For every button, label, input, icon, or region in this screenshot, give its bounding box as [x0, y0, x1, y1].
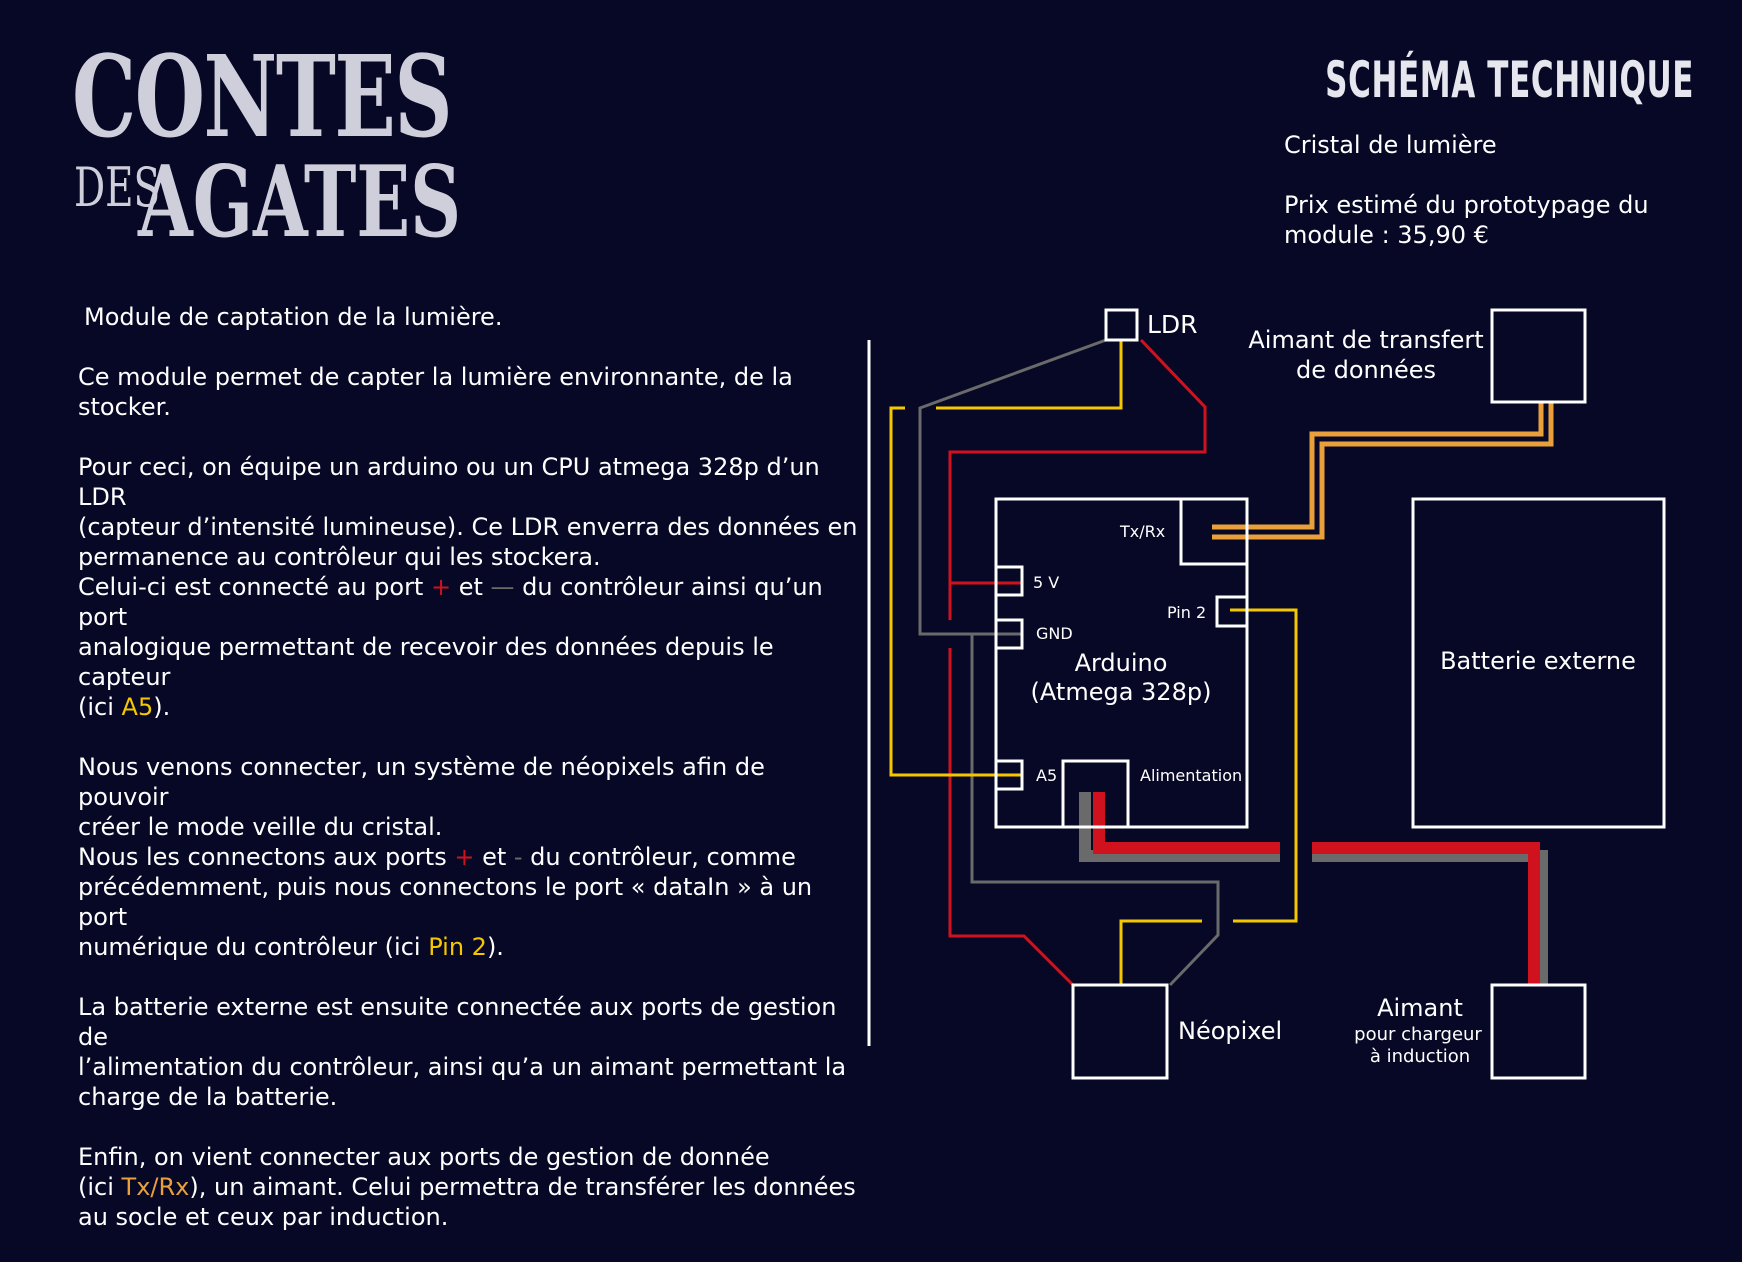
magnet-transfer-label-2: de données	[1296, 356, 1436, 384]
wire-pin2	[1230, 608, 1298, 923]
port-pin2	[1215, 595, 1249, 628]
magnet-charge-component	[1490, 983, 1587, 1080]
port-gnd	[994, 618, 1024, 650]
power-port	[1061, 759, 1130, 829]
arduino-label-2: (Atmega 328p)	[1031, 678, 1212, 706]
battery-label: Batterie externe	[1440, 647, 1636, 675]
port-a5	[994, 759, 1024, 791]
signal-wires	[889, 340, 1298, 985]
port-gnd-label: GND	[1036, 624, 1073, 643]
ldr-component	[1104, 308, 1139, 342]
port-a5-label: A5	[1036, 766, 1057, 785]
wire-power-pos-right	[1312, 842, 1540, 985]
page-title: SCHÉMA TECHNIQUE	[1325, 51, 1694, 109]
desc-p3-a: Pour ceci, on équipe un arduino ou un CP…	[78, 453, 858, 601]
desc-p6: Enfin, on vient connecter aux ports de g…	[78, 1142, 858, 1232]
ground-wires	[918, 338, 1548, 987]
wire-power-pos-left	[1093, 792, 1280, 854]
data-wires	[1212, 402, 1554, 540]
external-battery	[1411, 497, 1666, 829]
port-pin2-label: Pin 2	[1167, 603, 1206, 622]
minus-marker: -	[513, 843, 523, 871]
magnet-transfer-component	[1490, 308, 1587, 404]
port-5v-label: 5 V	[1033, 573, 1059, 592]
desc-p6-a: Enfin, on vient connecter aux ports de g…	[78, 1143, 770, 1201]
wire-a5	[889, 406, 1022, 777]
magnet-charge-label-3: à induction	[1370, 1046, 1470, 1067]
wire-ldr-gnd	[918, 338, 1107, 636]
desc-p3-b: et	[451, 573, 491, 601]
wire-neopixel-5v	[948, 648, 1075, 987]
wire-ldr-signal	[936, 340, 1123, 410]
minus-marker: —	[490, 573, 515, 601]
brand-line2a: DES	[74, 156, 161, 219]
pin2-marker: Pin 2	[428, 933, 487, 961]
arduino-label-1: Arduino	[1075, 649, 1168, 677]
desc-p4: Nous venons connecter, un système de néo…	[78, 752, 858, 962]
txrx-port	[1179, 497, 1249, 566]
desc-p3-c: du contrôleur ainsi qu’un port analogiqu…	[78, 573, 823, 721]
wire-ldr-5v	[948, 338, 1207, 620]
neopixel-component	[1071, 983, 1169, 1080]
wire-txrx-1	[1212, 402, 1544, 530]
ldr-label: LDR	[1147, 310, 1198, 339]
wiring-diagram: LDR Aimant de transfert de données Tx/Rx…	[867, 308, 1666, 1080]
desc-p4-c: du contrôleur, comme précédemment, puis …	[78, 843, 813, 961]
desc-p4-a: Nous venons connecter, un système de néo…	[78, 753, 765, 871]
desc-p3: Pour ceci, on équipe un arduino ou un CP…	[78, 452, 858, 722]
txrx-marker: Tx/Rx	[121, 1173, 190, 1201]
wire-txrx-2	[1212, 402, 1554, 540]
desc-p5: La batterie externe est ensuite connecté…	[78, 993, 847, 1111]
brand-logo: CONTES DES AGATES	[68, 38, 461, 258]
brand-line2b: AGATES	[138, 145, 462, 260]
a5-marker: A5	[121, 693, 154, 721]
header-info: Cristal de lumière Prix estimé du protot…	[1284, 130, 1704, 280]
neopixel-label: Néopixel	[1178, 1017, 1282, 1045]
power-port-label: Alimentation	[1140, 766, 1242, 785]
magnet-charge-label-1: Aimant	[1377, 994, 1463, 1022]
wire-neopixel-gnd	[970, 634, 1220, 987]
txrx-label: Tx/Rx	[1119, 522, 1165, 541]
desc-p4-b: et	[474, 843, 514, 871]
wire-power-gnd-left	[1079, 792, 1280, 862]
plus-marker: +	[454, 843, 475, 871]
plus-marker: +	[430, 573, 452, 601]
desc-p4-d: ).	[486, 933, 504, 961]
module-name: Cristal de lumière	[1284, 131, 1497, 159]
wire-power-gnd-right	[1312, 850, 1548, 985]
positive-wires	[948, 338, 1540, 987]
desc-p6-b: ), un aimant. Celui permettra de transfé…	[78, 1173, 856, 1231]
description: Module de captation de la lumière. Ce mo…	[78, 302, 858, 1262]
magnet-charge-label-2: pour chargeur	[1354, 1024, 1482, 1045]
desc-p3-d: ).	[153, 693, 171, 721]
desc-p2: Ce module permet de capter la lumière en…	[78, 363, 793, 421]
brand-line1: CONTES	[72, 32, 453, 163]
price-estimate: Prix estimé du prototypage du module : 3…	[1284, 191, 1649, 249]
desc-p1: Module de captation de la lumière.	[84, 303, 503, 331]
port-5v	[994, 565, 1024, 597]
magnet-transfer-label-1: Aimant de transfert	[1248, 326, 1483, 354]
wire-neopixel-data	[1119, 919, 1202, 985]
